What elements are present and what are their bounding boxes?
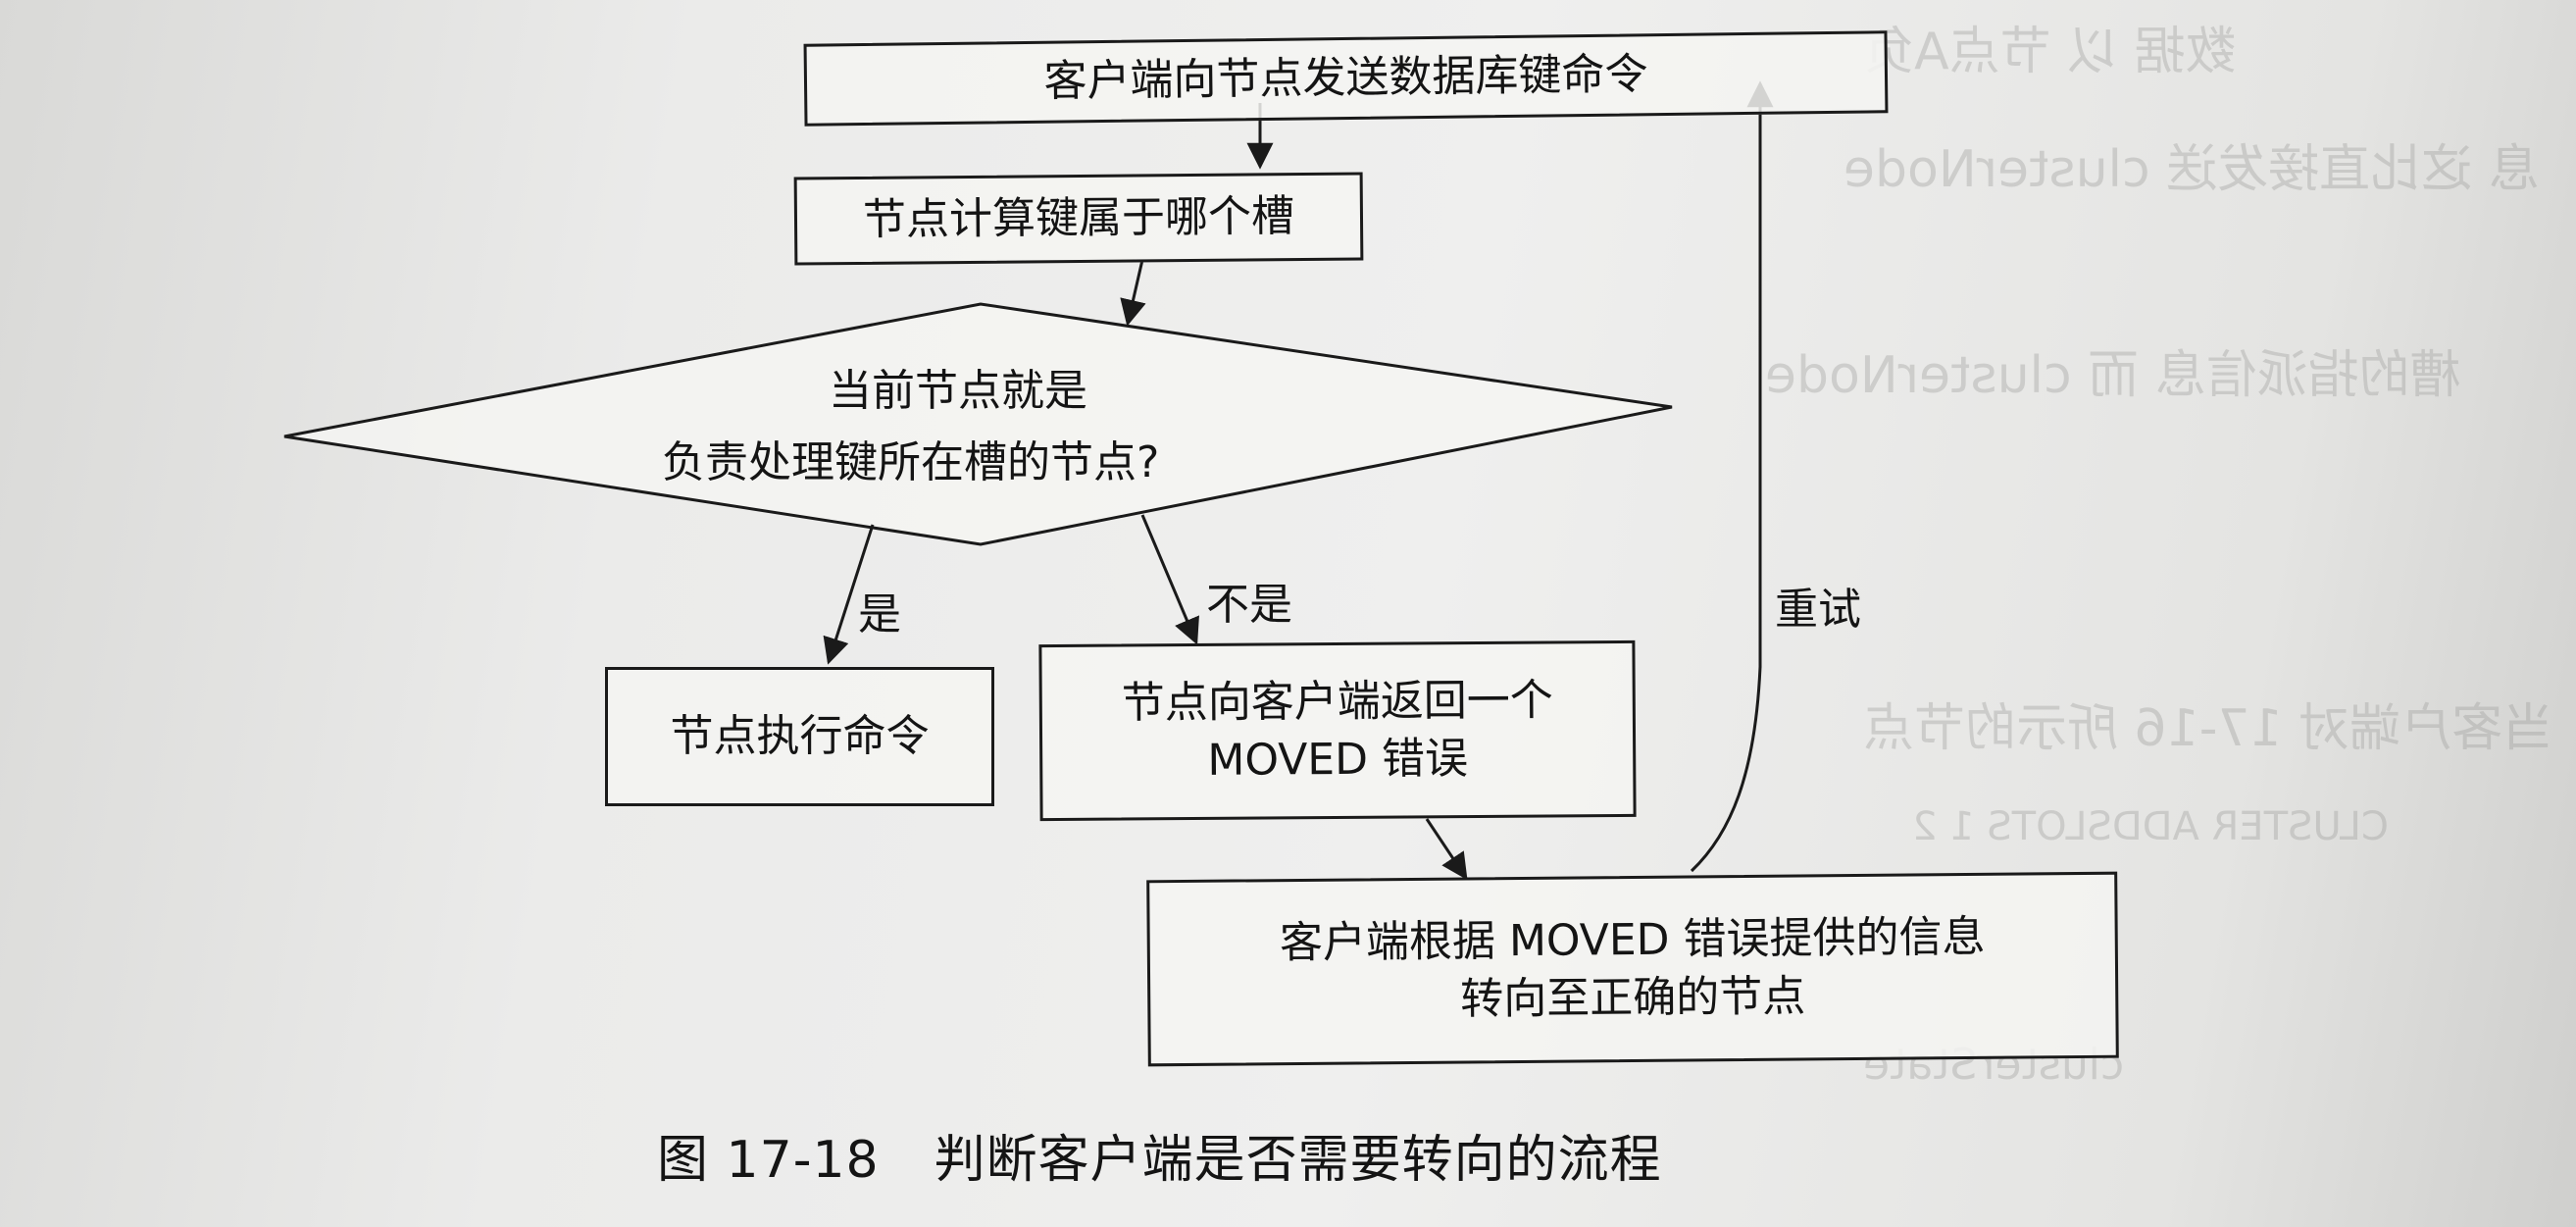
edge-label-no: 不是	[1206, 580, 1292, 630]
node-execute: 节点执行命令	[605, 667, 994, 806]
figure-caption: 图 17-18 判断客户端是否需要转向的流程	[657, 1118, 1662, 1192]
figure-number: 图 17-18	[657, 1131, 880, 1190]
node-redirect-line1: 客户端根据 MOVED 错误提供的信息	[1279, 911, 1986, 968]
edge-label-yes: 是	[858, 589, 901, 639]
arrow-yes	[823, 524, 875, 665]
edge-label-retry: 重试	[1775, 585, 1861, 635]
arrow-moved-to-redirect	[1425, 818, 1468, 881]
figure-title: 判断客户端是否需要转向的流程	[934, 1131, 1662, 1190]
node-send-command-text: 客户端向节点发送数据库键命令	[1043, 49, 1648, 108]
node-redirect: 客户端根据 MOVED 错误提供的信息 转向至正确的节点	[1146, 871, 2119, 1067]
node-compute-slot: 节点计算键属于哪个槽	[793, 172, 1364, 266]
decision-text-line1: 当前节点就是	[829, 366, 1087, 416]
node-moved-error: 节点向客户端返回一个 MOVED 错误	[1038, 639, 1637, 822]
node-redirect-line2: 转向至正确的节点	[1460, 971, 1806, 1025]
node-send-command: 客户端向节点发送数据库键命令	[803, 30, 1889, 127]
node-execute-text: 节点执行命令	[670, 711, 930, 762]
node-moved-error-line2: MOVED 错误	[1207, 734, 1469, 786]
arrow-no	[1140, 514, 1199, 645]
node-moved-error-line1: 节点向客户端返回一个	[1121, 675, 1553, 729]
decision-text-line2: 负责处理键所在槽的节点?	[662, 437, 1160, 487]
node-compute-slot-text: 节点计算键属于哪个槽	[862, 191, 1295, 246]
decision-diamond	[283, 302, 1673, 546]
arrow-retry	[1690, 80, 1774, 873]
arrow-compute-to-decision	[1120, 259, 1146, 327]
